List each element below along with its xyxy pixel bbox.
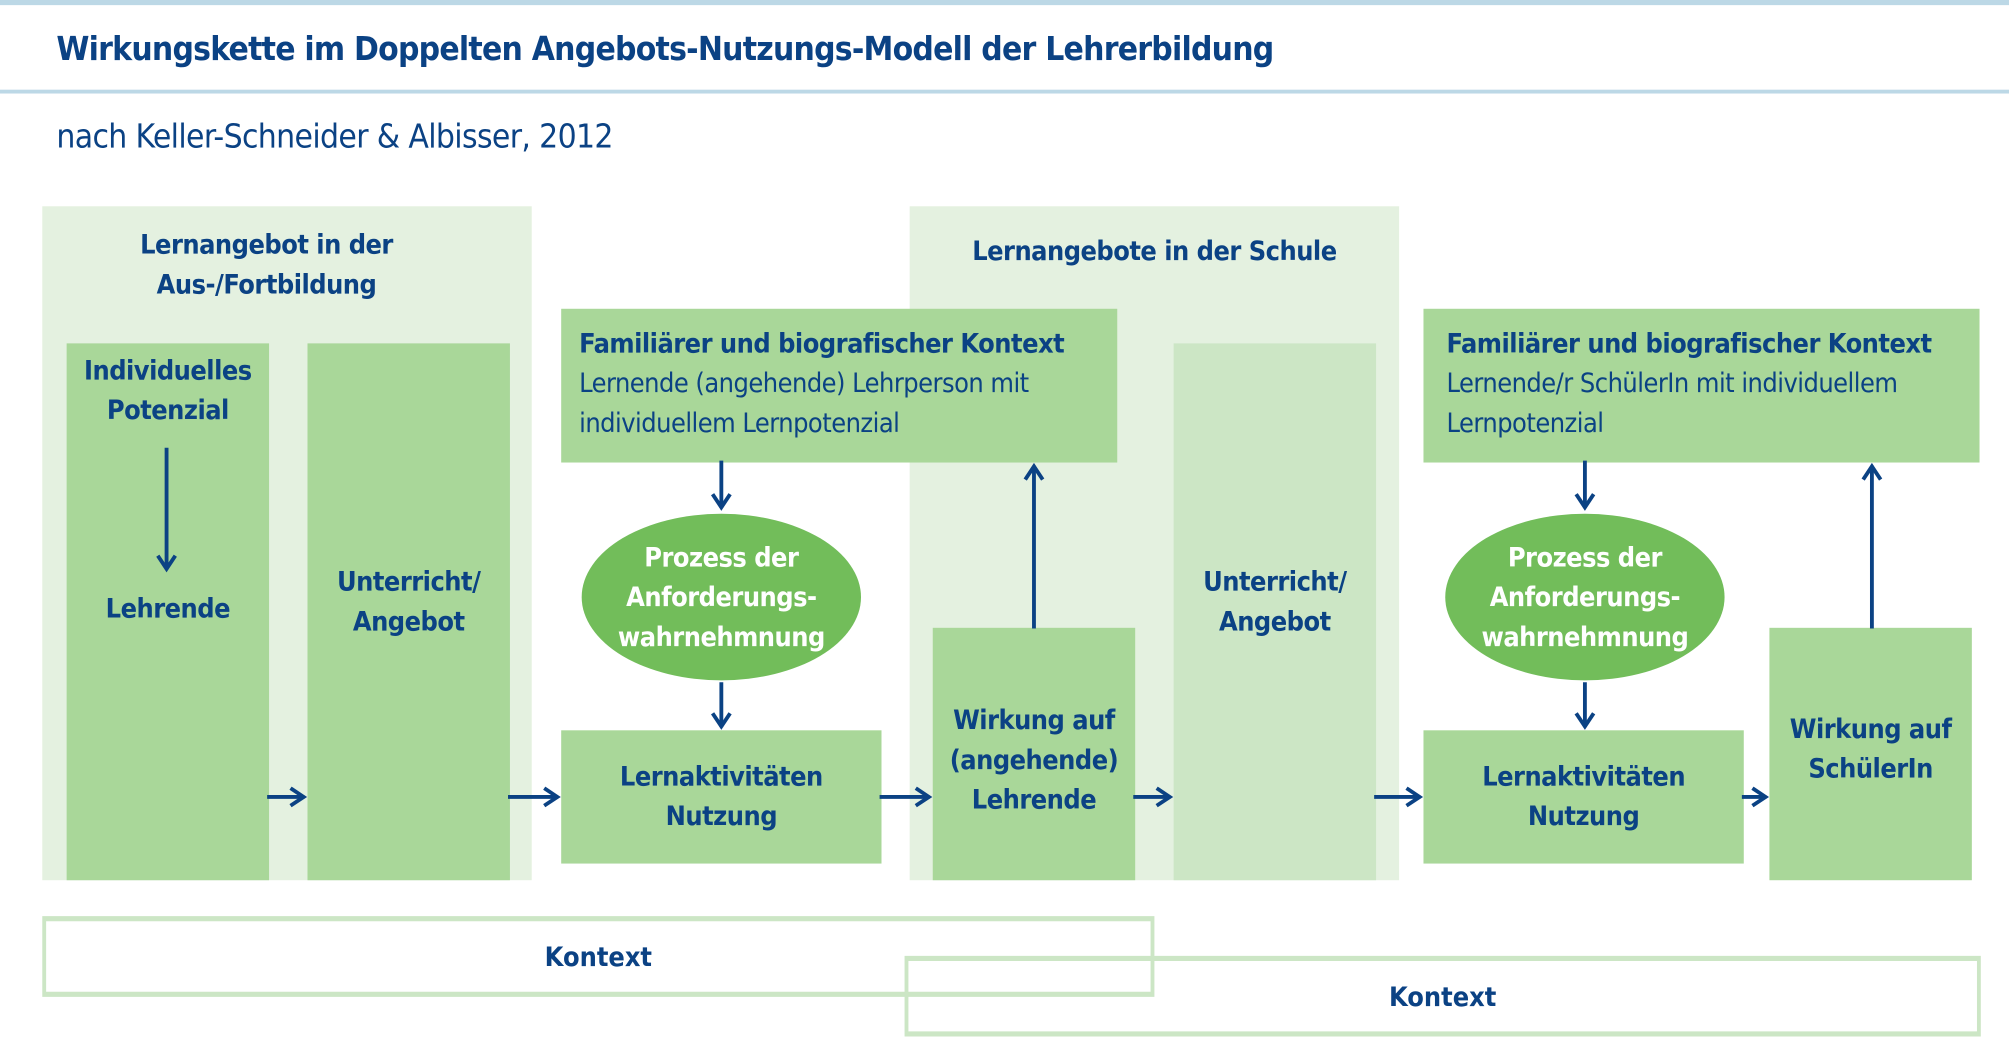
box-kontext-lehrperson: Familiärer und biografischer Kontext Ler… [561,308,1118,463]
unterricht-angebot-1-label: Unterricht/ Angebot [336,562,481,641]
prozess-1-line3: wahrnehmnung [617,620,825,652]
wirkung-schueler-line1: Wirkung auf [1789,713,1952,744]
kontext-schueler-line1: Lernende/r SchülerIn mit individuellem [1446,367,1898,399]
box-unterricht-angebot-2: Unterricht/ Angebot [1173,343,1377,881]
page-subtitle: nach Keller-Schneider & Albisser, 2012 [56,117,613,157]
top-rule [0,0,2009,6]
lernaktivitaeten-2-line1: Lernaktivitäten [1482,761,1686,792]
unterricht-2-line2: Angebot [1218,605,1331,637]
lehrende-label: Lehrende [105,593,231,624]
panel-ausbildung-heading-line1: Lernangebot in der [140,229,393,261]
prozess-2-line3: wahrnehmnung [1481,620,1689,652]
unterricht-1-line1: Unterricht/ [336,565,481,597]
unterricht-2-line1: Unterricht/ [1203,565,1347,597]
panel-ausbildung-heading: Lernangebot in der Aus-/Fortbildung [42,226,490,305]
wirkung-schueler-label: Wirkung auf SchülerIn [1790,709,1952,788]
wirkung-lehrende-line1: Wirkung auf [953,704,1115,736]
wirkung-lehrende-label: Wirkung auf (angehende) Lehrende [949,701,1119,820]
page-title: Wirkungskette im Doppelten Angebots-Nutz… [56,30,1274,70]
arrow-wirkung-schueler-to-kontext-schueler [1861,462,1883,629]
kontext-lehrperson-line2: individuellem Lernpotenzial [579,407,900,439]
individuelles-potenzial-line2: Potenzial [106,394,230,426]
lernaktivitaeten-2-label: Lernaktivitäten Nutzung [1482,757,1685,836]
arrow-kontext-to-prozess-2 [1574,460,1596,511]
arrow-prozess-1-to-lernaktivitaeten [710,682,732,730]
unterricht-angebot-2-label: Unterricht/ Angebot [1203,562,1347,641]
kontext-lehrperson-heading: Familiärer und biografischer Kontext [579,328,1065,359]
box-lernaktivitaeten-nutzung-1: Lernaktivitäten Nutzung [561,730,882,864]
panel-ausbildung-heading-line2: Aus-/Fortbildung [156,269,377,300]
kontext-schueler-heading: Familiärer und biografischer Kontext [1446,328,1933,359]
lernaktivitaeten-1-line2: Nutzung [665,800,778,832]
panel-schule-heading: Lernangebote in der Schule [972,235,1337,267]
prozess-1-line1: Prozess der [644,541,799,573]
wirkung-lehrende-line2: (angehende) [949,744,1119,776]
wirkung-schueler-line2: SchülerIn [1808,752,1933,784]
prozess-2-line2: Anforderungs- [1489,581,1681,612]
individuelles-potenzial-label: Individuelles Potenzial [67,351,269,430]
kontext-lehrperson-line1: Lernende (angehende) Lehrperson mit [579,367,1029,399]
arrow-prozess-2-to-lernaktivitaeten-2 [1574,682,1596,730]
kontext-box-2-label: Kontext [1389,980,1497,1012]
lernaktivitaeten-1-label: Lernaktivitäten Nutzung [620,757,823,836]
title-rule [0,89,2009,94]
arrow-kontext-to-prozess-1 [710,460,732,511]
individuelles-potenzial-line1: Individuelles [84,354,252,386]
arrow-lernaktivitaeten-2-to-wirkung-schueler [1741,786,1770,808]
wirkung-lehrende-line3: Lehrende [971,784,1097,815]
kontext-box-1-label: Kontext [544,941,653,972]
lernaktivitaeten-2-line2: Nutzung [1527,800,1640,832]
prozess-2-line1: Prozess der [1507,541,1663,573]
lernaktivitaeten-1-line1: Lernaktivitäten [619,761,823,792]
prozess-2-label: Prozess der Anforderungs- wahrnehmnung [1481,537,1688,656]
kontext-box-2: Kontext [904,955,1981,1037]
box-unterricht-angebot-1: Unterricht/ Angebot [307,343,510,881]
prozess-1-label: Prozess der Anforderungs- wahrnehmnung [618,537,825,656]
unterricht-1-line2: Angebot [352,605,465,637]
box-wirkung-lehrende: Wirkung auf (angehende) Lehrende [932,627,1136,881]
ellipse-prozess-anforderungswahrnehmung-2: Prozess der Anforderungs- wahrnehmnung [1445,513,1725,681]
box-kontext-schueler: Familiärer und biografischer Kontext Ler… [1423,308,1980,463]
box-wirkung-schueler: Wirkung auf SchülerIn [1769,627,1972,881]
box-lernaktivitaeten-nutzung-2: Lernaktivitäten Nutzung [1423,730,1744,864]
prozess-1-line2: Anforderungs- [626,581,817,612]
ellipse-prozess-anforderungswahrnehmung-1: Prozess der Anforderungs- wahrnehmnung [581,513,861,681]
kontext-schueler-line2: Lernpotenzial [1446,407,1604,439]
box-individuelles-potenzial: Individuelles Potenzial Lehrende [66,343,270,881]
